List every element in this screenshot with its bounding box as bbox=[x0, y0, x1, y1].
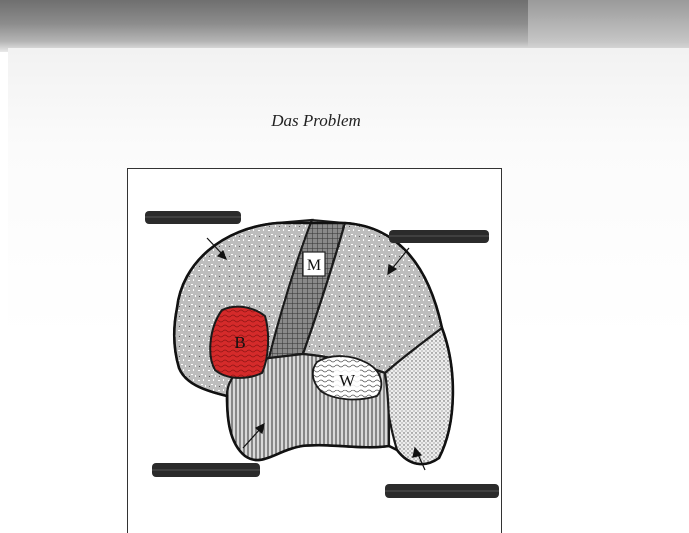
leader-arrow-occipital bbox=[412, 446, 426, 471]
redacted-label-temporal bbox=[152, 463, 260, 477]
wernicke-label-box bbox=[334, 368, 360, 390]
brain-outline bbox=[172, 221, 455, 466]
wernicke-label: W bbox=[339, 371, 356, 390]
leader-arrow-temporal bbox=[242, 422, 265, 449]
brain-lobes-diagram: M B W bbox=[145, 211, 499, 498]
redacted-label-frontal bbox=[145, 211, 241, 224]
broca-area bbox=[209, 305, 270, 379]
motor-label: M bbox=[307, 257, 321, 274]
motor-label-box bbox=[302, 251, 326, 277]
page-title: Das Problem bbox=[271, 111, 361, 130]
broca-label: B bbox=[234, 333, 245, 352]
redacted-label-parietal bbox=[389, 230, 489, 243]
leader-arrow-parietal bbox=[387, 247, 410, 276]
redacted-label-occipital bbox=[385, 484, 499, 498]
leader-arrow-frontal bbox=[206, 237, 228, 261]
